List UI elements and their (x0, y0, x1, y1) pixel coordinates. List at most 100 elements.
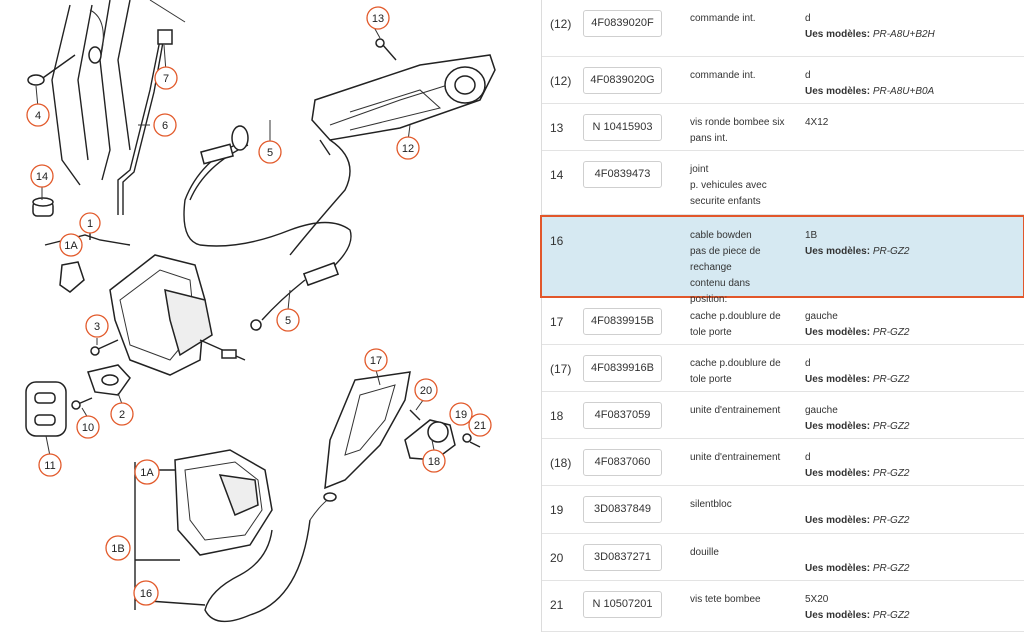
part-number-box[interactable]: 4F0839916B (583, 355, 662, 382)
svg-text:14: 14 (36, 171, 48, 183)
part-number-box[interactable]: 4F0837059 (583, 402, 662, 429)
callout-1a-bottom[interactable]: 1A (134, 459, 160, 485)
description-line: joint (690, 164, 709, 175)
part-number-box[interactable]: N 10507201 (583, 591, 662, 618)
description-line: douille (690, 547, 719, 558)
callout-20[interactable]: 20 (414, 378, 438, 402)
part-number-box[interactable]: 4F0839473 (583, 161, 662, 188)
models-label: Ues modèles: (805, 468, 871, 479)
part-number-box[interactable]: 4F0839915B (583, 308, 662, 335)
info-value (805, 162, 808, 178)
callout-3[interactable]: 3 (85, 314, 109, 338)
models-line: Ues modèles: PR-GZ2 (805, 608, 909, 624)
part-description: douille (690, 545, 790, 561)
description-line: vis ronde bombee six (690, 117, 785, 128)
svg-text:5: 5 (285, 315, 291, 327)
callout-5-mid[interactable]: 5 (276, 308, 300, 332)
part-info: 4X12 (805, 115, 828, 131)
description-line: commande int. (690, 70, 756, 81)
svg-text:21: 21 (474, 420, 486, 432)
description-line: unite d'entrainement (690, 405, 781, 416)
callout-1b[interactable]: 1B (105, 535, 131, 561)
info-value: d (805, 13, 811, 24)
models-line: Ues modèles: PR-GZ2 (805, 372, 909, 388)
svg-text:2: 2 (119, 409, 125, 421)
callout-10[interactable]: 10 (76, 415, 100, 439)
callout-12[interactable]: 12 (396, 136, 420, 160)
description-line: silentbloc (690, 499, 732, 510)
part-info: Ues modèles: PR-GZ2 (805, 545, 909, 577)
models-label: Ues modèles: (805, 246, 871, 257)
callout-11[interactable]: 11 (38, 453, 62, 477)
part-number-box[interactable]: N 10415903 (583, 114, 662, 141)
models-line: Ues modèles: PR-GZ2 (805, 513, 909, 529)
info-value: 1B (805, 230, 818, 241)
models-label: Ues modèles: (805, 610, 871, 621)
part-info (805, 162, 808, 178)
models-label: Ues modèles: (805, 563, 871, 574)
description-line: vis tete bombee (690, 594, 761, 605)
part-description: unite d'entrainement (690, 450, 790, 466)
info-value: gauche (805, 311, 838, 322)
description-line: p. vehicules avec (690, 180, 767, 191)
callout-7[interactable]: 7 (154, 66, 178, 90)
position-number: 16 (550, 234, 564, 248)
position-number: 14 (550, 168, 564, 182)
part-number-box[interactable]: 4F0839020F (583, 10, 662, 37)
models-label: Ues modèles: (805, 374, 871, 385)
description-line: contenu dans position: (690, 278, 751, 305)
callout-21[interactable]: 21 (468, 413, 492, 437)
part-number-box[interactable]: 4F0837060 (583, 449, 662, 476)
models-line: Ues modèles: PR-A8U+B2H (805, 27, 935, 43)
callout-13[interactable]: 13 (366, 6, 390, 30)
callout-5-top[interactable]: 5 (258, 140, 282, 164)
callout-6[interactable]: 6 (153, 113, 177, 137)
callout-17[interactable]: 17 (364, 348, 388, 372)
description-line: cache p.doublure de (690, 358, 781, 369)
svg-text:13: 13 (372, 13, 384, 25)
info-value (805, 497, 909, 513)
callout-4[interactable]: 4 (26, 103, 50, 127)
models-value: PR-A8U+B2H (872, 29, 935, 40)
info-value: 5X20 (805, 594, 829, 605)
svg-text:19: 19 (455, 409, 467, 421)
svg-text:6: 6 (162, 120, 168, 132)
callout-1[interactable]: 1 (79, 212, 101, 234)
svg-text:7: 7 (163, 73, 169, 85)
callout-18[interactable]: 18 (422, 449, 446, 473)
models-label: Ues modèles: (805, 29, 871, 40)
models-label: Ues modèles: (805, 515, 871, 526)
part-number-box[interactable]: 3D0837271 (583, 544, 662, 571)
callout-2[interactable]: 2 (110, 402, 134, 426)
callout-1a-top[interactable]: 1A (59, 233, 83, 257)
callout-19[interactable]: 19 (449, 402, 473, 426)
part-description: commande int. (690, 11, 790, 27)
callout-16[interactable]: 16 (133, 580, 159, 606)
part-number-box[interactable]: 4F0839020G (583, 67, 662, 94)
callout-14[interactable]: 14 (30, 164, 54, 188)
info-value (805, 545, 909, 561)
part-number-box[interactable]: 3D0837849 (583, 496, 662, 523)
models-line: Ues modèles: PR-GZ2 (805, 466, 909, 482)
position-number: 21 (550, 598, 564, 612)
position-number: 13 (550, 121, 564, 135)
